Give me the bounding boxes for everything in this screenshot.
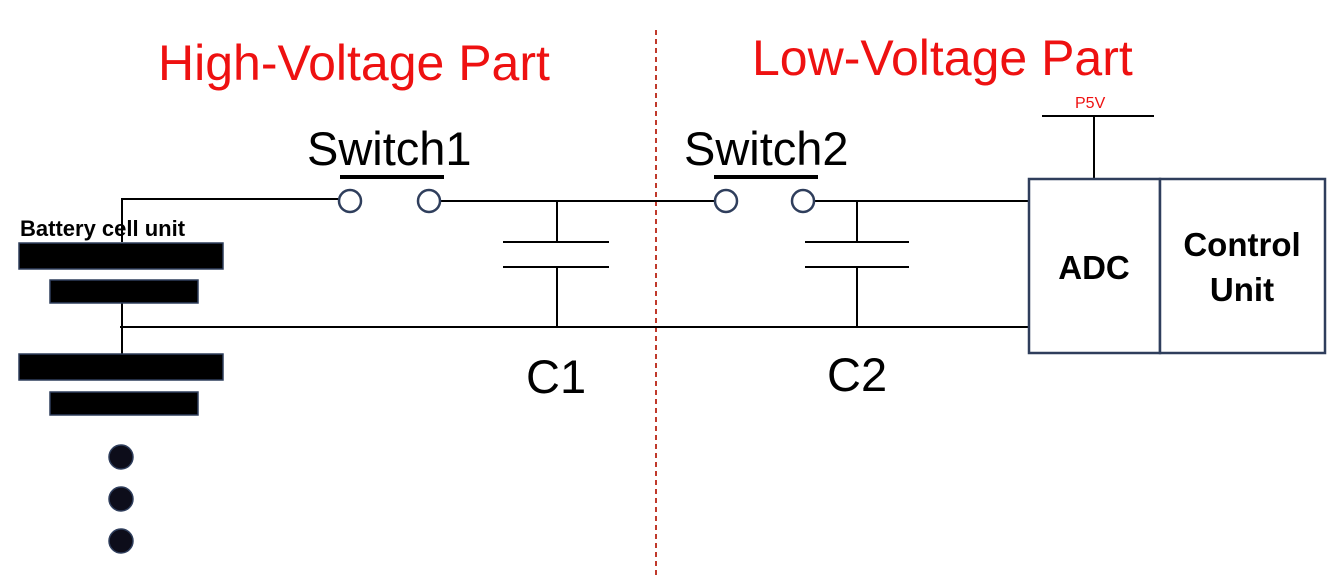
capacitor-c1 <box>503 241 609 268</box>
switch2-label: Switch2 <box>684 122 849 175</box>
adc-box <box>1027 177 1162 355</box>
p5v-label: P5V <box>1075 95 1106 112</box>
battery-cell-unit-label: Battery cell unit <box>20 216 186 241</box>
control-unit-label-line2: Unit <box>1210 271 1274 308</box>
adc-label: ADC <box>1058 249 1130 286</box>
switch2-terminal-left <box>713 188 739 214</box>
continuation-dot-3 <box>108 528 134 554</box>
switch2-terminal-right <box>790 188 816 214</box>
control-unit-box <box>1158 177 1327 355</box>
battery-cell-1-short <box>49 279 199 304</box>
switch1 <box>337 175 444 214</box>
high-voltage-title: High-Voltage Part <box>158 35 550 91</box>
adc-control-block <box>1027 177 1327 355</box>
battery-cell-2-short <box>49 391 199 416</box>
wires <box>120 115 1154 354</box>
capacitor-c2 <box>805 241 909 268</box>
battery-cell-2-long <box>18 353 224 381</box>
battery-top-wire <box>121 198 338 242</box>
switch1-label: Switch1 <box>307 122 472 175</box>
continuation-dot-1 <box>108 444 134 470</box>
switch2 <box>713 175 818 214</box>
battery-cell-1-long <box>18 242 224 270</box>
c1-label: C1 <box>526 350 586 403</box>
switch1-terminal-left <box>337 188 363 214</box>
low-voltage-title: Low-Voltage Part <box>752 30 1133 86</box>
control-unit-label-line1: Control <box>1183 226 1300 263</box>
battery-cell-unit <box>18 242 224 554</box>
continuation-dot-2 <box>108 486 134 512</box>
c2-label: C2 <box>827 348 887 401</box>
switch1-terminal-right <box>416 188 442 214</box>
